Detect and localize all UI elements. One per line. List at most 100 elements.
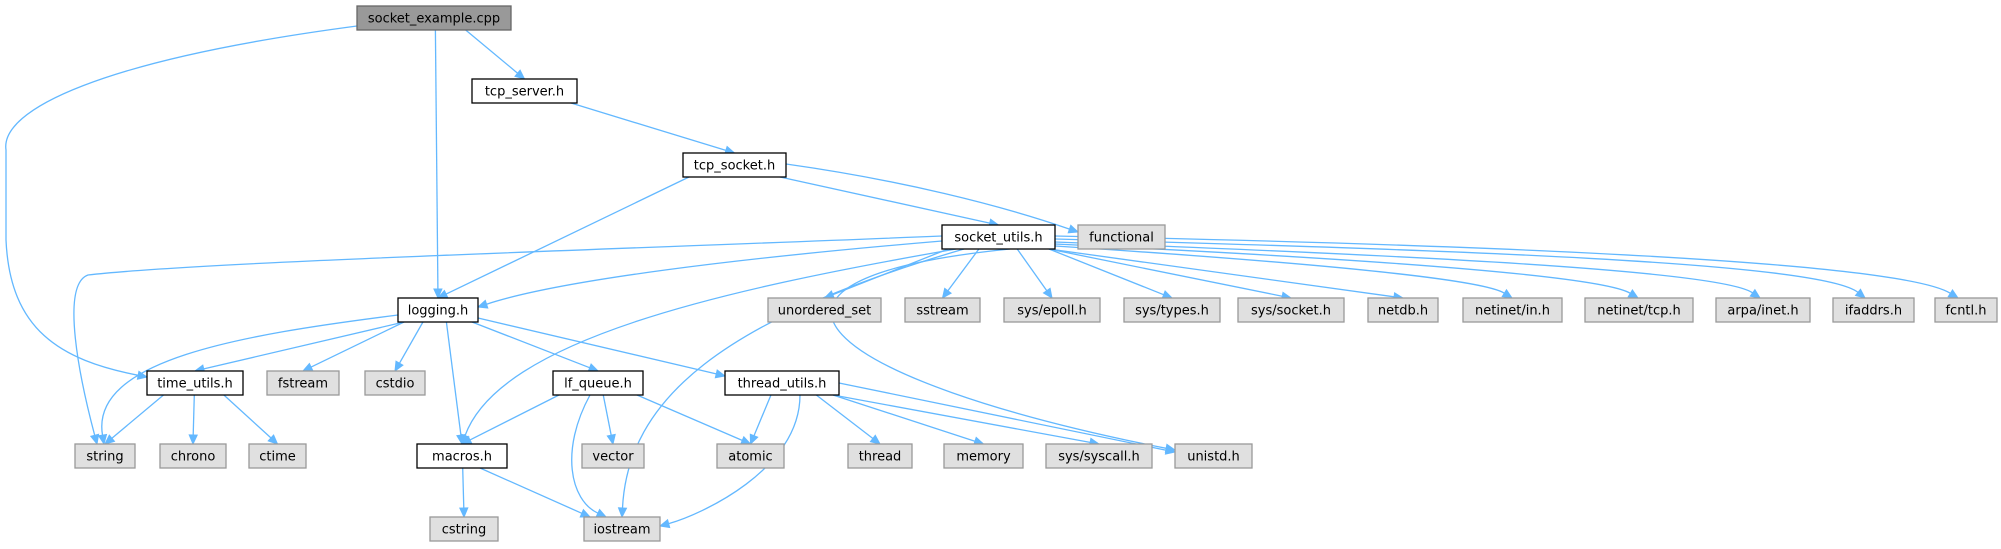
arrowhead	[433, 288, 443, 300]
node-sys-epoll-h: sys/epoll.h	[1003, 297, 1101, 323]
node-box	[1003, 297, 1101, 323]
edge-thread_utils_h-to-thread	[815, 394, 881, 445]
arrowhead	[476, 299, 489, 309]
arrowhead	[606, 433, 616, 446]
edge-socket_example_cpp-to-tcp_server_h	[465, 29, 526, 80]
edge-socket_utils_h-to-unordered_set	[823, 248, 949, 299]
edge-thread_utils_h-to-atomic	[749, 394, 772, 446]
node-box	[581, 443, 645, 469]
node-label: fcntl.h	[1945, 304, 1986, 319]
node-box	[941, 224, 1056, 250]
node-label: logging.h	[408, 304, 469, 319]
node-netinet-in-h: netinet/in.h	[1462, 297, 1563, 323]
node-box	[1174, 443, 1253, 469]
edge-socket_utils_h-to-fcntl_h	[1054, 235, 1960, 299]
node-socket-example-cpp: socket_example.cpp	[356, 5, 512, 31]
node-lf-queue-h[interactable]: lf_queue.h	[552, 370, 644, 396]
node-box	[1934, 297, 1998, 323]
node-netinet-tcp-h: netinet/tcp.h	[1584, 297, 1694, 323]
node-box	[943, 443, 1024, 469]
arrowhead	[267, 434, 279, 445]
edge-socket_utils_h-to-logging_h	[476, 240, 943, 309]
node-box	[364, 370, 426, 396]
arrowhead	[1161, 290, 1174, 299]
arrowhead	[514, 69, 526, 80]
node-logging-h[interactable]: logging.h	[397, 297, 479, 323]
arrowhead	[1749, 288, 1762, 299]
node-label: sys/epoll.h	[1017, 304, 1086, 319]
node-thread-utils-h[interactable]: thread_utils.h	[724, 370, 840, 396]
edge-socket_utils_h-to-sys_epoll_h	[1016, 248, 1053, 299]
node-label: thread	[859, 450, 902, 465]
arrowhead	[1627, 288, 1640, 299]
arrowhead	[104, 434, 116, 445]
node-label: cstdio	[376, 377, 415, 392]
node-sys-socket-h: sys/socket.h	[1237, 297, 1345, 323]
arrowhead	[1164, 445, 1177, 455]
node-box	[429, 516, 499, 542]
node-box	[356, 5, 512, 31]
edge-socket_utils_h-to-ifaddrs_h	[1054, 238, 1866, 299]
node-box	[716, 443, 785, 469]
node-box	[74, 443, 136, 469]
edge-socket_utils_h-to-netdb_h	[1048, 248, 1405, 302]
node-thread: thread	[847, 443, 913, 469]
edge-socket_utils_h-to-netinet_in_h	[1054, 245, 1514, 299]
node-box	[904, 297, 981, 323]
edge-thread_utils_h-to-memory	[832, 394, 985, 446]
edge-macros_h-to-cstring	[459, 467, 469, 519]
node-socket-utils-h[interactable]: socket_utils.h	[941, 224, 1056, 250]
edge-lf_queue_h-to-vector	[602, 394, 616, 446]
node-label: sys/types.h	[1135, 304, 1209, 319]
edge-time_utils_h-to-chrono	[188, 394, 198, 446]
node-label: unistd.h	[1187, 450, 1240, 465]
edge-thread_utils_h-to-unistd_h	[838, 382, 1177, 455]
node-box	[552, 370, 644, 396]
node-label: chrono	[171, 450, 216, 465]
edge-socket_example_cpp-to-time_utils_h	[5, 25, 358, 380]
node-cstring: cstring	[429, 516, 499, 542]
node-label: vector	[592, 450, 634, 465]
arrowhead	[1501, 288, 1514, 299]
node-label: unordered_set	[778, 304, 871, 319]
node-ifaddrs-h: ifaddrs.h	[1832, 297, 1915, 323]
node-box	[1123, 297, 1221, 323]
node-box	[1584, 297, 1694, 323]
node-time-utils-h[interactable]: time_utils.h	[146, 370, 244, 396]
node-ctime: ctime	[248, 443, 307, 469]
edge-logging_h-to-fstream	[301, 321, 405, 372]
node-sys-syscall-h: sys/syscall.h	[1045, 443, 1153, 469]
node-sys-types-h: sys/types.h	[1123, 297, 1221, 323]
node-macros-h[interactable]: macros.h	[416, 443, 508, 469]
node-box	[1462, 297, 1563, 323]
node-box	[583, 516, 661, 542]
arrowhead	[1947, 288, 1960, 299]
node-label: arpa/inet.h	[1727, 304, 1798, 319]
node-box	[397, 297, 479, 323]
node-netdb-h: netdb.h	[1367, 297, 1439, 323]
node-label: macros.h	[432, 450, 492, 465]
node-memory: memory	[943, 443, 1024, 469]
node-label: atomic	[728, 450, 772, 465]
arrowhead	[459, 507, 469, 519]
node-chrono: chrono	[159, 443, 227, 469]
node-label: socket_example.cpp	[368, 12, 500, 27]
node-tcp-socket-h[interactable]: tcp_socket.h	[682, 152, 787, 178]
node-tcp-server-h[interactable]: tcp_server.h	[471, 78, 578, 104]
node-box	[847, 443, 913, 469]
node-box	[682, 152, 787, 178]
node-box	[1832, 297, 1915, 323]
node-label: tcp_server.h	[485, 85, 564, 100]
node-unordered-set: unordered_set	[767, 297, 882, 323]
node-label: string	[86, 450, 123, 465]
node-label: netinet/tcp.h	[1597, 304, 1681, 319]
node-label: tcp_socket.h	[694, 159, 775, 174]
edge-logging_h-to-string	[97, 314, 399, 446]
node-box	[1367, 297, 1439, 323]
arrowhead	[595, 508, 608, 518]
node-box	[248, 443, 307, 469]
arrowhead	[97, 433, 108, 446]
edge-thread_utils_h-to-iostream	[658, 394, 801, 529]
edge-logging_h-to-time_utils_h	[193, 321, 405, 374]
